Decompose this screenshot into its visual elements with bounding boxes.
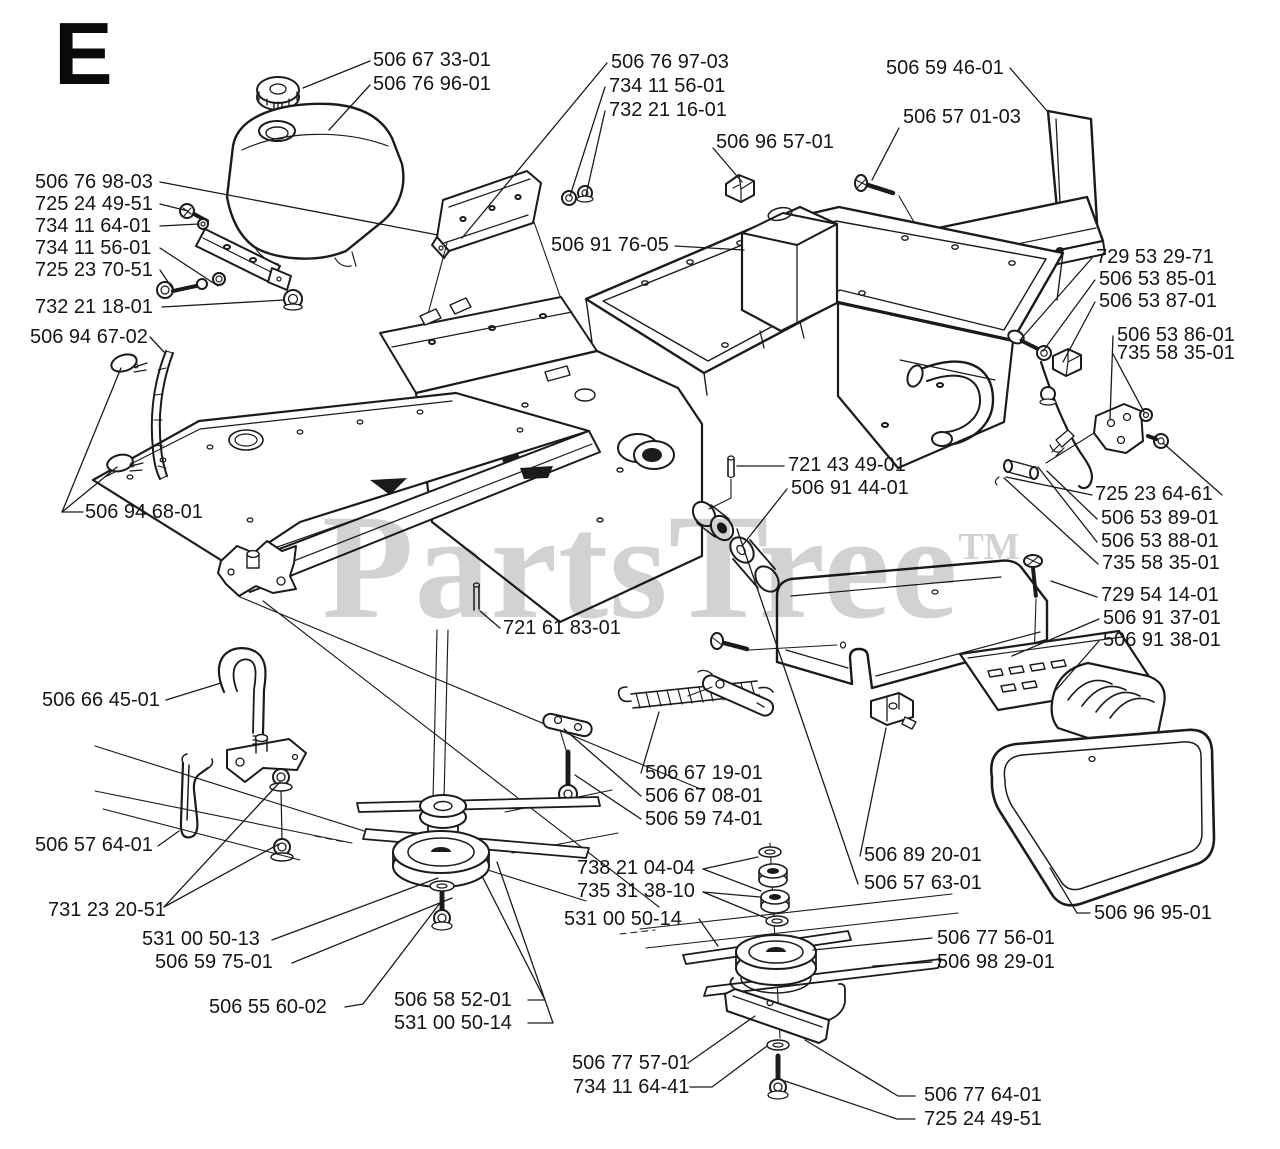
part-label: 506 96 95-01	[1094, 902, 1212, 924]
part-label: 506 53 86-01	[1117, 324, 1235, 346]
part-label: 734 11 56-01	[609, 75, 726, 97]
part-label: 506 59 46-01	[886, 57, 1004, 79]
watermark-tm: TM	[958, 526, 1020, 568]
part-label: 734 11 56-01	[35, 237, 152, 259]
section-letter: E	[54, 4, 113, 103]
part-label: 721 43 49-01	[788, 454, 906, 476]
part-label: 734 11 64-01	[35, 215, 152, 237]
part-label: 506 91 44-01	[791, 477, 909, 499]
watermark-text: PartsTree	[322, 484, 959, 650]
part-label: 506 77 64-01	[924, 1084, 1042, 1106]
part-label: 506 57 63-01	[864, 872, 982, 894]
part-label: 506 94 67-02	[30, 326, 148, 348]
upper-bracket-illustration	[427, 170, 594, 315]
u-bolt-illustration	[217, 647, 307, 862]
part-label: 506 67 08-01	[645, 785, 763, 807]
part-label: 721 61 83-01	[503, 617, 621, 639]
part-label: 531 00 50-13	[142, 928, 260, 950]
main-frame-illustration	[91, 205, 1065, 908]
part-label: 531 00 50-14	[564, 908, 682, 930]
part-label: 506 96 57-01	[716, 131, 834, 153]
control-rod-illustration	[994, 329, 1169, 490]
part-label: 506 89 20-01	[864, 844, 982, 866]
part-label: 506 58 52-01	[394, 989, 512, 1011]
part-label: 506 53 89-01	[1101, 507, 1219, 529]
clutch-bracket-illustration	[870, 692, 917, 730]
part-label: 506 91 37-01	[1103, 607, 1221, 629]
part-label: 738 21 04-04	[577, 857, 695, 879]
part-label: 732 21 18-01	[35, 296, 153, 318]
part-label: 506 53 87-01	[1099, 290, 1217, 312]
part-label: 506 59 74-01	[645, 808, 763, 830]
part-label: 735 58 35-01	[1117, 342, 1235, 364]
part-label: 506 91 76-05	[551, 234, 669, 256]
part-label: 506 91 38-01	[1103, 629, 1221, 651]
part-label: 506 67 33-01	[373, 49, 491, 71]
part-label: 506 57 64-01	[35, 834, 153, 856]
part-label: 725 24 49-51	[924, 1108, 1042, 1130]
part-label: 732 21 16-01	[609, 99, 727, 121]
part-label: 734 11 64-41	[573, 1076, 690, 1098]
part-label: 725 23 64-61	[1095, 483, 1213, 505]
part-label: 531 00 50-14	[394, 1012, 512, 1034]
part-label: 735 31 38-10	[577, 880, 695, 902]
part-label: 506 57 01-03	[903, 106, 1021, 128]
part-label: 731 23 20-51	[48, 899, 166, 921]
part-label: 506 94 68-01	[85, 501, 203, 523]
part-label: 729 53 29-71	[1096, 246, 1214, 268]
part-label: 506 67 19-01	[645, 762, 763, 784]
part-label: 506 53 85-01	[1099, 268, 1217, 290]
trim-strip-illustration	[106, 350, 174, 480]
rubber-damper-illustration	[725, 174, 755, 203]
part-label: 506 76 98-03	[35, 171, 153, 193]
spring-link-illustration	[542, 669, 775, 808]
part-label: 506 53 88-01	[1101, 530, 1219, 552]
part-label: 735 58 35-01	[1102, 552, 1220, 574]
part-label: 506 59 75-01	[155, 951, 273, 973]
part-label: 506 55 60-02	[209, 996, 327, 1018]
part-label: 729 54 14-01	[1101, 584, 1219, 606]
part-label: 506 66 45-01	[42, 689, 160, 711]
pin-roller-illustration	[691, 455, 780, 593]
left-spindle-illustration	[94, 789, 619, 931]
part-label: 725 23 70-51	[35, 259, 153, 281]
part-label: 506 98 29-01	[937, 951, 1055, 973]
watermark: PartsTreeTM	[322, 492, 1020, 642]
part-label: 725 24 49-51	[35, 193, 153, 215]
part-label: 506 77 56-01	[937, 927, 1055, 949]
part-label: 506 76 97-03	[611, 51, 729, 73]
v-hook-illustration	[179, 753, 214, 839]
bottom-spindle-illustration	[619, 842, 959, 1100]
part-label: 506 77 57-01	[572, 1052, 690, 1074]
leader-lines	[61, 60, 1223, 1120]
part-label: 506 76 96-01	[373, 73, 491, 95]
louver-shroud-illustration	[958, 629, 1166, 745]
front-cover-illustration	[989, 728, 1216, 907]
